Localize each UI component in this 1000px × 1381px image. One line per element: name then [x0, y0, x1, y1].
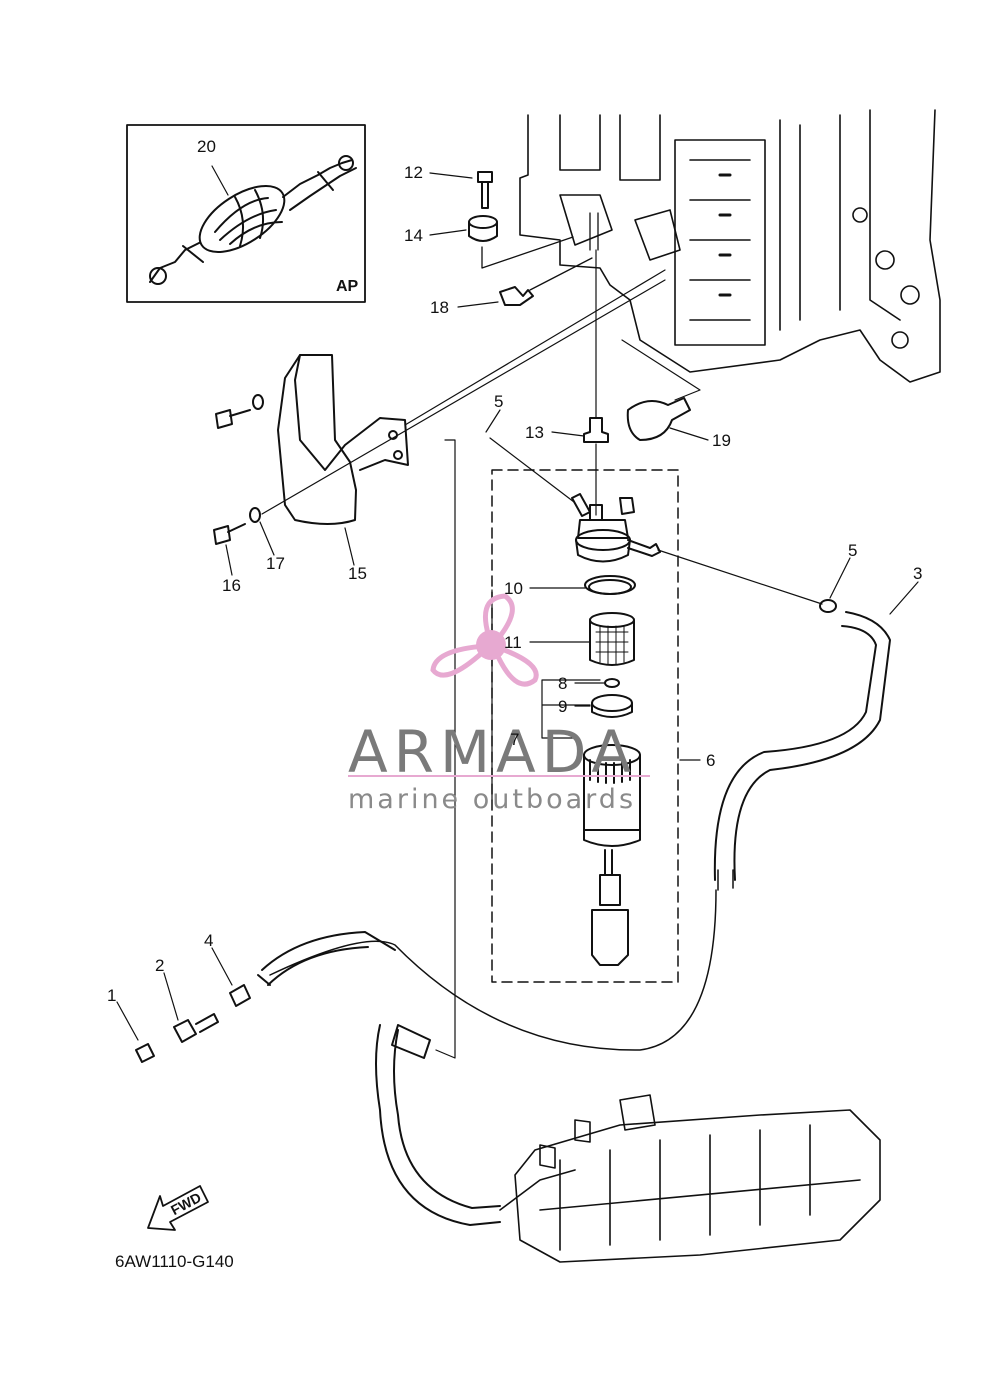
callout-2: 2	[155, 956, 165, 975]
hose-3	[269, 599, 891, 1051]
vapor-separator	[499, 1094, 881, 1263]
callout-10: 10	[504, 579, 523, 598]
callout-9: 9	[558, 697, 568, 716]
inset-label: AP	[336, 278, 359, 295]
callout-5-top: 5	[494, 392, 504, 411]
callout-4: 4	[204, 931, 214, 950]
callout-12: 12	[404, 163, 423, 182]
callout-3: 3	[913, 564, 923, 583]
bolt-12-grommet-14-clip-18	[468, 171, 599, 306]
watermark-divider	[348, 775, 650, 777]
engine-block	[519, 109, 941, 383]
callout-13: 13	[525, 423, 544, 442]
lower-hose	[257, 439, 501, 1226]
callout-5-right: 5	[848, 541, 858, 560]
watermark-propeller-icon	[430, 593, 539, 687]
watermark-tagline: marine outboards	[348, 784, 637, 815]
stud-13-clip-19	[583, 249, 701, 516]
diagram-code: 6AW1110-G140	[115, 1252, 234, 1271]
callout-15: 15	[348, 564, 367, 583]
callout-17: 17	[266, 554, 285, 573]
callout-1: 1	[107, 986, 117, 1005]
callout-8: 8	[558, 674, 568, 693]
watermark-brand: ARMADA	[348, 718, 638, 786]
callout-16: 16	[222, 576, 241, 595]
filter-internals	[491, 575, 641, 966]
callout-14: 14	[404, 226, 423, 245]
callout-19: 19	[712, 431, 731, 450]
primer-bulb-inset	[126, 124, 366, 303]
filter-head	[489, 437, 823, 605]
callout-18: 18	[430, 298, 449, 317]
callout-20: 20	[197, 137, 216, 156]
filter-bracket-15	[213, 269, 666, 545]
callout-7: 7	[510, 730, 520, 749]
callout-11: 11	[504, 633, 522, 652]
connector-parts	[116, 947, 251, 1063]
fwd-arrow-icon	[147, 1185, 209, 1231]
callout-6: 6	[706, 751, 716, 770]
